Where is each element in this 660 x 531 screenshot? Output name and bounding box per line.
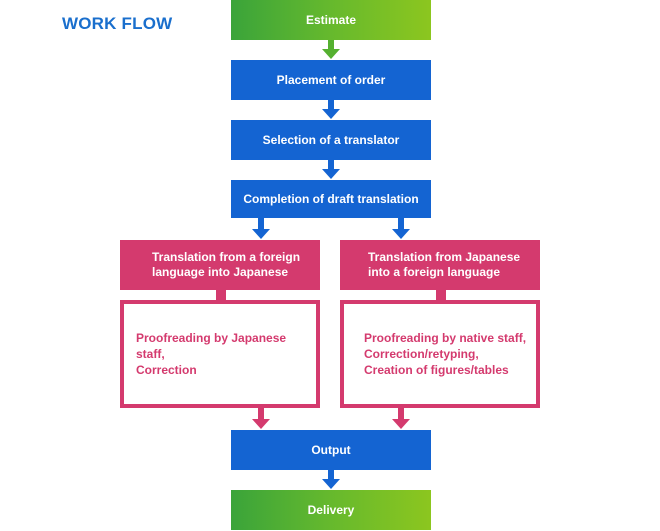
branch-right-body-line2: Correction/retyping, [364,347,479,361]
step-estimate-label: Estimate [305,12,357,27]
branch-left-header-line2: language into Japanese [152,265,289,279]
step-output-label: Output [311,442,351,457]
step-selection-label: Selection of a translator [262,132,400,147]
branch-left-body: Proofreading by Japanese staff, Correcti… [120,300,320,408]
step-output: Output [231,430,431,470]
arrow-down-icon [251,408,271,430]
arrow-down-icon [391,408,411,430]
arrow-down-icon [251,218,271,240]
branch-right-header-line1: Translation from Japanese [368,250,521,264]
step-estimate: Estimate [231,0,431,40]
branch-right-body-line3: Creation of figures/tables [364,363,509,377]
branch-right-header: Translation from Japanese into a foreign… [340,240,540,290]
arrow-down-icon [321,100,341,120]
branch-left-header: Translation from a foreign language into… [120,240,320,290]
step-selection-of-translator: Selection of a translator [231,120,431,160]
branch-right-body: Proofreading by native staff, Correction… [340,300,540,408]
arrow-down-icon [321,160,341,180]
step-delivery-label: Delivery [307,502,355,517]
branch-left-header-line1: Translation from a foreign [152,250,301,264]
branch-right-header-line2: into a foreign language [368,265,501,279]
branch-left-body-line1: Proofreading by Japanese staff, [136,331,287,361]
step-completion-label: Completion of draft translation [243,191,419,206]
step-placement-of-order: Placement of order [231,60,431,100]
branch-left-body-line2: Correction [136,363,197,377]
arrow-down-icon [321,40,341,60]
step-placement-label: Placement of order [276,72,386,87]
arrow-down-icon [321,470,341,490]
branch-right-body-line1: Proofreading by native staff, [364,331,527,345]
step-completion-of-draft: Completion of draft translation [231,180,431,218]
page-title: WORK FLOW [62,14,173,33]
connector-right [436,290,446,300]
connector-left [216,290,226,300]
step-delivery: Delivery [231,490,431,530]
arrow-down-icon [391,218,411,240]
